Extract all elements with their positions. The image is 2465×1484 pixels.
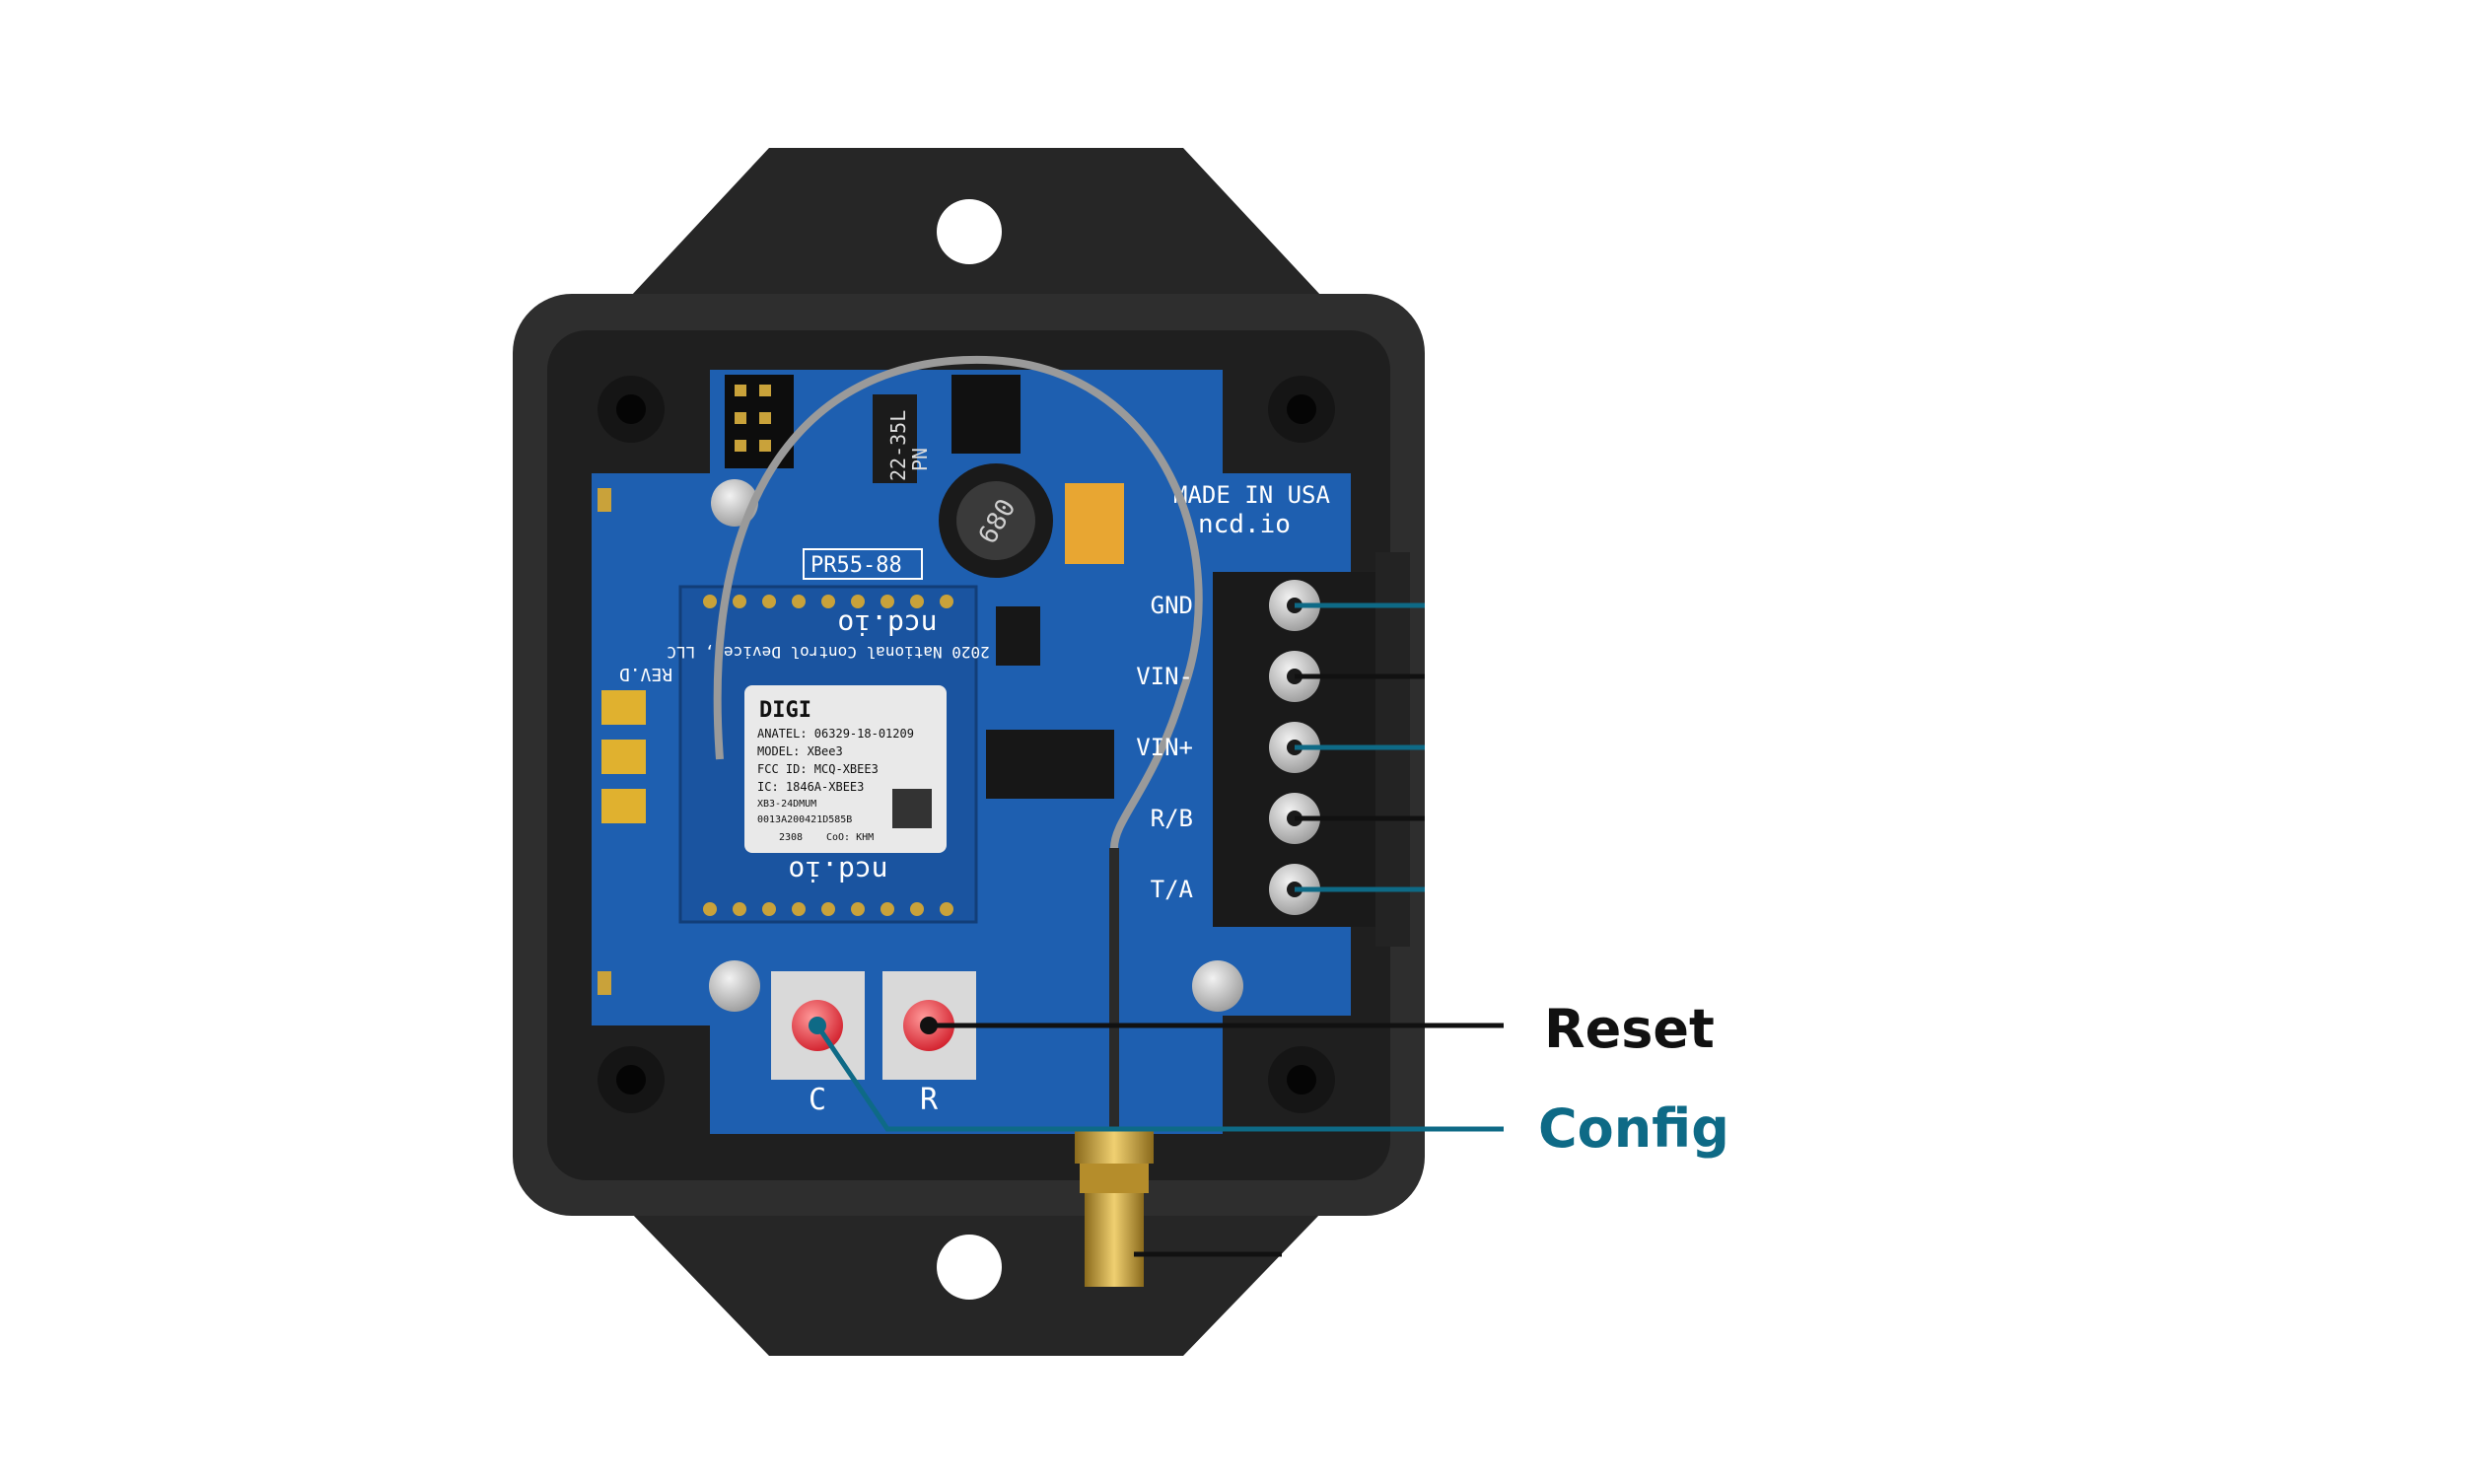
- xbee-module: DIGI ANATEL: 06329-18-01209 MODEL: XBee3…: [744, 685, 947, 853]
- made-in-usa-text: MADE IN USA: [1173, 481, 1330, 509]
- chip-text-1: 22-35L: [886, 410, 910, 481]
- config-leader-line: [814, 1024, 1504, 1132]
- antenna-cable: [713, 355, 1203, 849]
- terminal-label-ta: T/A: [1151, 876, 1194, 903]
- reset-button-text: R: [920, 1083, 939, 1117]
- reset-callout-label: Reset: [1544, 998, 1715, 1060]
- module-model: MODEL: XBee3: [757, 744, 843, 758]
- terminal-label-gnd: GND: [1151, 592, 1193, 619]
- terminal-leader-lines: [1134, 602, 1425, 1257]
- module-pn: XB3-24DMUM: [757, 799, 816, 810]
- chip-label: 22-35L PN: [873, 394, 932, 483]
- module-digi: DIGI: [759, 698, 811, 723]
- module-brand-text-bottom: ncd.io: [788, 855, 887, 887]
- inductor: 680: [939, 463, 1053, 578]
- part-number-text: PR55-88: [810, 553, 902, 578]
- config-callout-label: Config: [1538, 1097, 1729, 1160]
- module-ic: IC: 1846A-XBEE3: [757, 780, 864, 794]
- sma-connector: [1075, 1129, 1154, 1287]
- terminal-labels: GND VIN- VIN+ R/B T/A: [1136, 592, 1193, 903]
- tantalum-capacitor: [1065, 483, 1124, 564]
- terminal-label-vin-plus: VIN+: [1136, 734, 1193, 761]
- status-leds: [598, 488, 611, 995]
- module-date: 2308: [779, 832, 803, 843]
- module-anatel: ANATEL: 06329-18-01209: [757, 727, 914, 741]
- solder-pads: [601, 690, 646, 823]
- terminal-label-vin-minus: VIN-: [1136, 663, 1193, 690]
- reset-leader-dot: [920, 1017, 938, 1034]
- corner-bosses: [598, 376, 1335, 1113]
- rev-text: REV.D: [619, 664, 672, 684]
- config-leader-dot: [809, 1017, 826, 1034]
- module-coo: CoO: KHM: [826, 832, 874, 843]
- chip-text-2: PN: [908, 448, 932, 471]
- terminal-label-rb: R/B: [1151, 805, 1193, 832]
- module-mac: 0013A200421D585B: [757, 814, 852, 825]
- mounting-hole-top: [937, 199, 1002, 264]
- board-brand-text: ncd.io: [1198, 510, 1291, 539]
- module-fcc: FCC ID: MCQ-XBEE3: [757, 762, 879, 776]
- module-brand-text: ncd.io: [837, 608, 937, 641]
- mounting-hole-bottom: [937, 1235, 1002, 1300]
- driver-ic: [986, 730, 1114, 799]
- config-button-text: C: [809, 1083, 826, 1117]
- small-ic: [996, 606, 1040, 666]
- regulator-chip: [951, 375, 1021, 454]
- copyright-text: 2020 National Control Devices, LLC: [667, 643, 990, 662]
- pcb-screws: [709, 479, 1243, 1012]
